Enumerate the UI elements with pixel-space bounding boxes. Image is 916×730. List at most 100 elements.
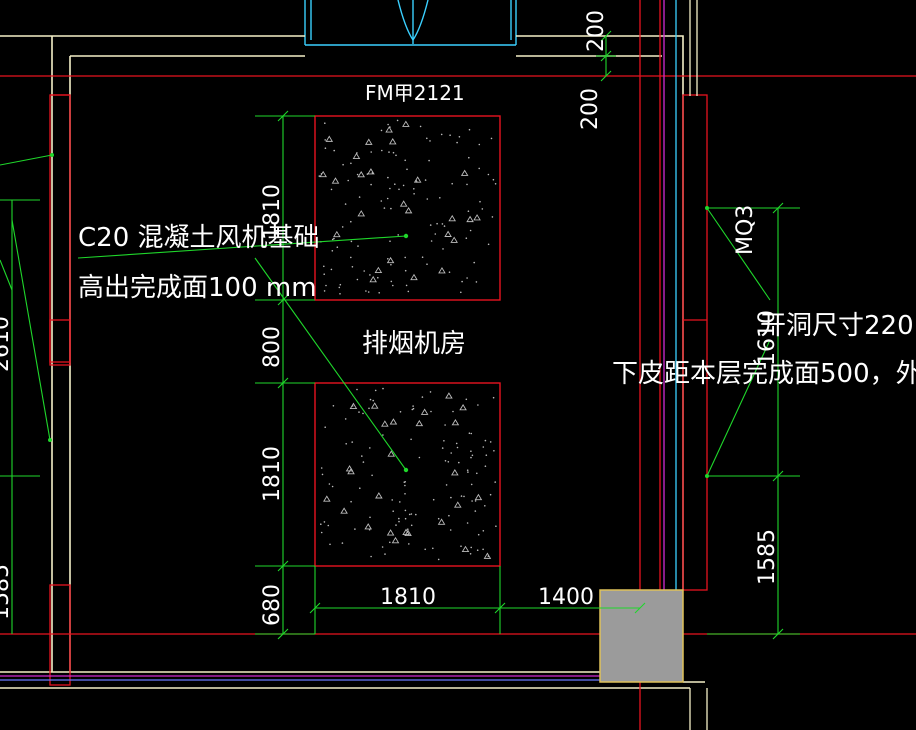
hatch-dot bbox=[330, 188, 333, 191]
hatch-dot bbox=[467, 471, 469, 473]
hatch-dot bbox=[489, 493, 492, 496]
hatch-triangle bbox=[438, 267, 446, 274]
hatch-triangle bbox=[460, 169, 469, 176]
hatch-dot bbox=[331, 485, 334, 488]
hatch-triangle bbox=[474, 493, 483, 501]
hatch-dot bbox=[478, 167, 481, 170]
hatch-triangle bbox=[367, 168, 375, 175]
hatch-dot bbox=[333, 237, 335, 240]
hatch-dot bbox=[470, 450, 472, 453]
hatch-dot bbox=[358, 196, 361, 198]
hatch-dot bbox=[345, 443, 348, 445]
hatch-dot bbox=[430, 240, 433, 242]
hatch-dot bbox=[384, 553, 386, 555]
dim-bottom-1400: 1400 bbox=[538, 585, 594, 610]
hatch-dot bbox=[321, 473, 324, 476]
hatch-dot bbox=[386, 197, 389, 200]
hatch-dot bbox=[410, 438, 412, 441]
fan-foundation-upper bbox=[314, 115, 501, 301]
hatch-dot bbox=[426, 198, 429, 200]
hatch-dot bbox=[383, 207, 386, 209]
hatch-dot bbox=[474, 500, 477, 502]
hatch-dot bbox=[481, 208, 484, 210]
hatch-triangle bbox=[473, 214, 481, 221]
hatch-dot bbox=[475, 281, 478, 283]
hatch-dot bbox=[491, 216, 494, 218]
hatch-dot bbox=[476, 549, 479, 551]
hatch-dot bbox=[441, 223, 444, 225]
hatch-dot bbox=[394, 183, 396, 185]
hatch-dot bbox=[392, 284, 394, 287]
hatch-dot bbox=[448, 514, 450, 517]
hatch-dot bbox=[470, 456, 472, 459]
hatch-dot bbox=[415, 513, 417, 516]
hatch-dot bbox=[407, 528, 409, 530]
hatch-dot bbox=[461, 280, 463, 283]
hatch-dot bbox=[492, 178, 495, 181]
hatch-dot bbox=[380, 200, 383, 202]
hatch-dot bbox=[339, 283, 342, 286]
hatch-dot bbox=[430, 410, 432, 413]
hatch-dot bbox=[418, 456, 421, 459]
hatch-dot bbox=[351, 266, 354, 268]
hatch-dot bbox=[458, 136, 461, 138]
door-label: FM甲2121 bbox=[365, 81, 465, 105]
hatch-dot bbox=[351, 441, 354, 443]
hatch-dot bbox=[350, 500, 352, 503]
hatch-dot bbox=[357, 245, 359, 247]
hatch-dot bbox=[466, 277, 468, 279]
hatch-dot bbox=[493, 450, 495, 452]
hatch-dot bbox=[406, 168, 408, 171]
hatch-dot bbox=[363, 270, 366, 272]
hatch-dot bbox=[330, 268, 333, 271]
hatch-dot bbox=[490, 137, 493, 140]
hatch-dot bbox=[369, 274, 371, 276]
hatch-triangle bbox=[333, 230, 341, 238]
hatch-dot bbox=[323, 273, 326, 276]
corner-column bbox=[599, 589, 684, 683]
hatch-triangle bbox=[420, 408, 429, 415]
hatch-dot bbox=[324, 122, 326, 124]
hatch-triangle bbox=[325, 135, 334, 142]
top-window bbox=[304, 0, 517, 46]
hatch-dot bbox=[370, 555, 372, 558]
hatch-triangle bbox=[389, 418, 398, 425]
hatch-dot bbox=[470, 432, 473, 435]
hatch-dot bbox=[471, 454, 474, 457]
hatch-dot bbox=[344, 203, 347, 205]
hatch-dot bbox=[460, 291, 462, 294]
hatch-dot bbox=[474, 510, 477, 512]
hatch-dot bbox=[478, 143, 481, 146]
opening-note-line2: 下皮距本层完成面500，外 bbox=[612, 359, 916, 389]
hatch-dot bbox=[456, 446, 459, 449]
hatch-dot bbox=[421, 396, 424, 398]
hatch-dot bbox=[468, 128, 471, 131]
hatch-dot bbox=[381, 149, 383, 152]
hatch-triangle bbox=[349, 402, 358, 409]
hatch-dot bbox=[354, 528, 356, 530]
hatch-dot bbox=[412, 405, 414, 407]
hatch-dot bbox=[399, 411, 402, 413]
hatch-dot bbox=[399, 501, 401, 503]
hatch-dot bbox=[448, 271, 451, 274]
hatch-dot bbox=[436, 222, 438, 225]
hatch-dot bbox=[347, 179, 350, 182]
hatch-dot bbox=[408, 543, 410, 545]
hatch-dot bbox=[390, 280, 393, 283]
hatch-dot bbox=[368, 407, 370, 410]
hatch-dot bbox=[388, 151, 390, 153]
hatch-dot bbox=[341, 226, 344, 228]
hatch-dot bbox=[410, 513, 413, 515]
dim-top-200-b: 200 bbox=[578, 88, 603, 130]
hatch-dot bbox=[372, 399, 375, 402]
hatch-dot bbox=[362, 461, 365, 463]
dim-far-left-2610: 2610 bbox=[0, 316, 14, 372]
opening-note-line1: 开洞尺寸220 bbox=[760, 311, 914, 341]
hatch-triangle bbox=[323, 495, 331, 502]
hatch-dot bbox=[424, 548, 427, 551]
hatch-triangle bbox=[437, 518, 446, 525]
hatch-dot bbox=[429, 224, 432, 226]
hatch-dot bbox=[479, 200, 481, 203]
